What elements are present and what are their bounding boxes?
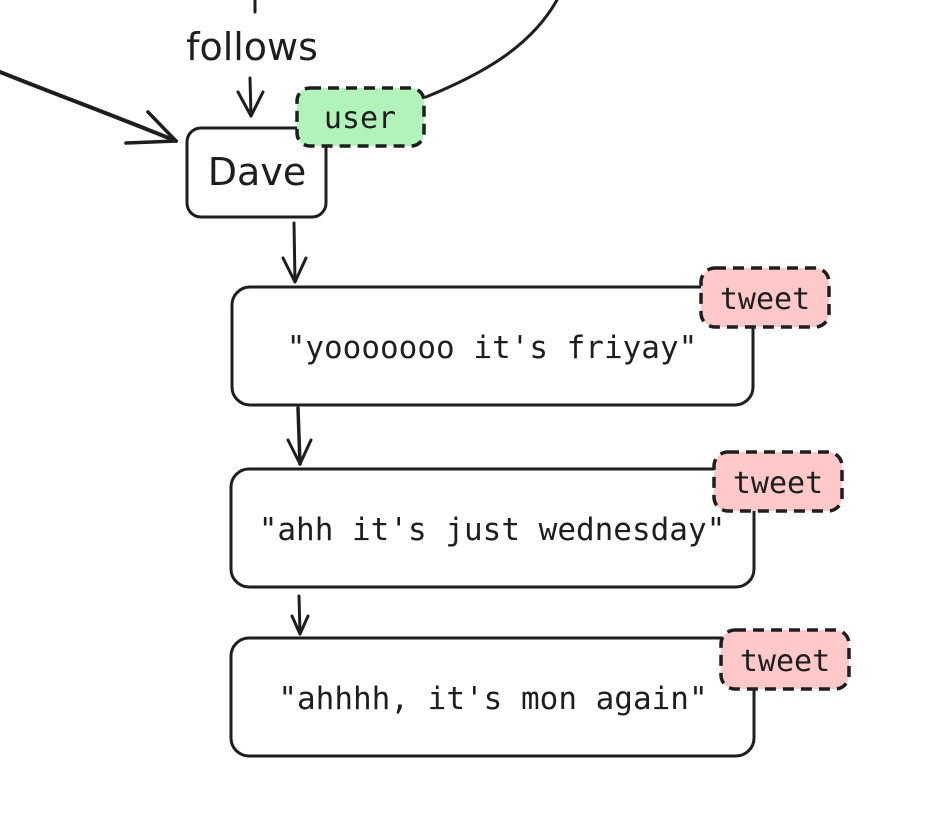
tweet-text: "ahh it's just wednesday" — [259, 512, 726, 548]
tweet-tag-1: tweet — [699, 266, 831, 329]
tweet-text: "yooooooo it's friyay" — [287, 330, 698, 366]
tweet-text: "ahhhh, it's mon again" — [278, 681, 707, 717]
arrow-tweet-1-to-tweet-2 — [286, 406, 313, 466]
follows-arrow — [236, 76, 265, 118]
incoming-curve-from-top — [424, 0, 559, 99]
user-tag: user — [295, 86, 426, 148]
tweet-tag-3: tweet — [719, 628, 851, 691]
tweet-tag-label: tweet — [740, 644, 830, 679]
arrow-tweet-2-to-tweet-3 — [290, 594, 310, 636]
user-tag-label: user — [324, 101, 396, 136]
tweet-tag-label: tweet — [720, 282, 810, 317]
user-node-box — [185, 126, 328, 219]
tweet-tag-2: tweet — [712, 450, 844, 513]
tweet-tag-label: tweet — [733, 466, 823, 501]
tweet-node-box — [229, 636, 756, 758]
arrow-dave-to-tweet-1 — [281, 221, 308, 284]
follows-label: follows — [186, 25, 318, 69]
tweet-node-2[interactable]: "ahh it's just wednesday" — [229, 467, 756, 589]
user-node-name: Dave — [208, 150, 306, 194]
tweet-node-1[interactable]: "yooooooo it's friyay" — [230, 285, 755, 407]
tweet-tag-badge — [699, 266, 831, 329]
user-node-dave[interactable]: Dave — [185, 126, 328, 219]
tweet-tag-badge — [719, 628, 851, 691]
tweet-node-3[interactable]: "ahhhh, it's mon again" — [229, 636, 756, 758]
tweet-node-box — [229, 467, 756, 589]
incoming-arrow-from-left — [0, 70, 178, 145]
tweet-tag-badge — [712, 450, 844, 513]
user-tag-badge — [295, 86, 426, 148]
tweet-node-box — [230, 285, 755, 407]
